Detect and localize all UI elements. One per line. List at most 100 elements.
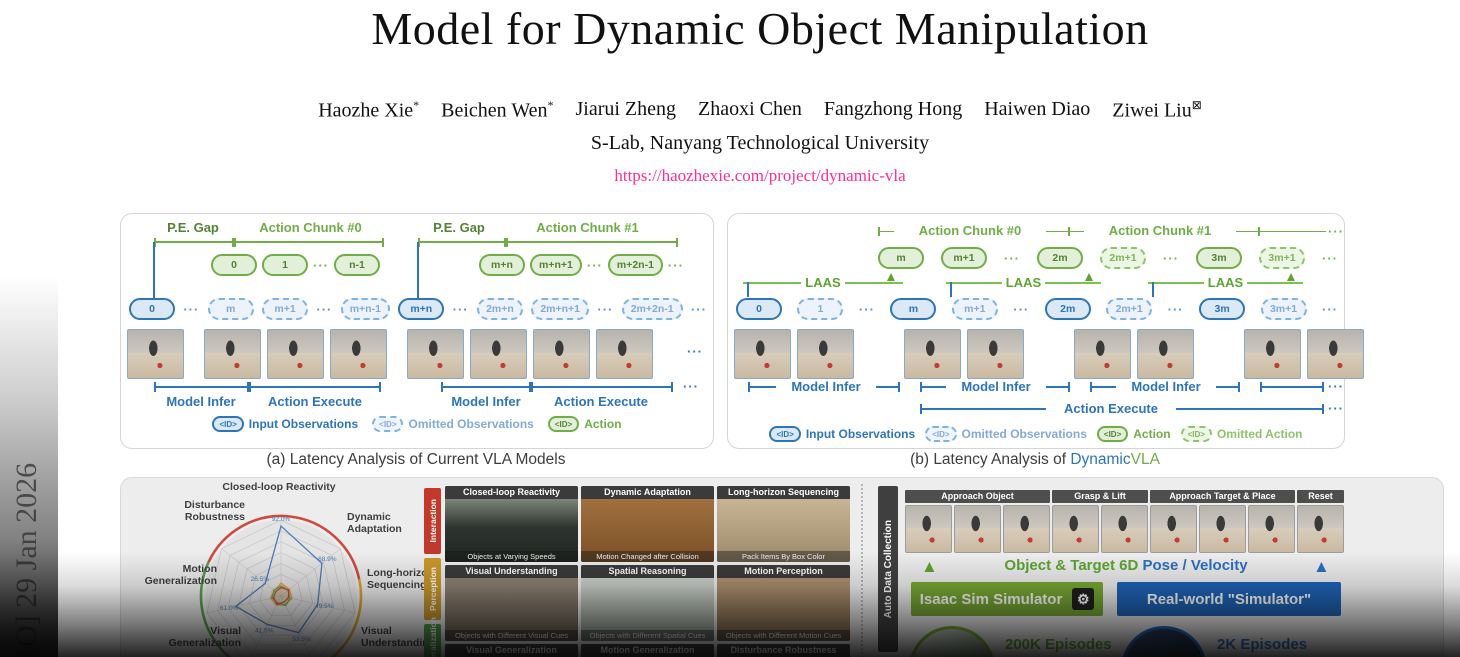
tile-caption: Objects with Different Spatial Cues — [581, 630, 714, 641]
svg-text:92.0%: 92.0% — [272, 516, 291, 523]
equal-contribution-mark: * — [413, 98, 420, 112]
laas-connector: LAAS — [743, 273, 903, 297]
ellipsis: ··· — [313, 257, 329, 273]
bracket-tick — [1258, 227, 1260, 236]
email-icon: ⊠ — [1191, 98, 1202, 112]
legend-item: <ID>Action — [1096, 426, 1171, 442]
generalization-strip: Generalization — [424, 617, 441, 657]
connector-line — [1152, 282, 1154, 297]
id-pill: m+1 — [951, 298, 998, 320]
timeline-arrow — [441, 382, 531, 392]
legend-label: Omitted Observations — [961, 427, 1087, 441]
collection-frame-strip — [905, 505, 1344, 553]
id-pill: 0 — [211, 254, 257, 276]
robot-frame-image — [1248, 505, 1295, 553]
benchmark-tile: Visual Generalization — [445, 644, 578, 657]
model-infer-label: Model Infer — [776, 380, 876, 393]
isaac-sim-label: Isaac Sim Simulator — [919, 590, 1063, 608]
author-list: Haozhe Xie* Beichen Wen* Jiarui Zheng Zhaox… — [60, 98, 1460, 123]
tile-image: Pack Items By Box Color — [717, 499, 850, 562]
robot-frame-image — [1052, 505, 1099, 553]
author-name: Beichen Wen* — [441, 98, 554, 122]
legend-pill: <ID> — [372, 416, 404, 432]
robot-frame-image — [905, 505, 952, 553]
connector-line — [153, 242, 155, 298]
id-pill: 2m — [1044, 298, 1091, 320]
id-pill: m — [207, 298, 254, 320]
id-pill: 1 — [797, 298, 844, 320]
id-pill: 2m+n+1 — [531, 298, 590, 320]
tile-title: Disturbance Robustness — [717, 644, 850, 657]
strip-label: Interaction — [427, 499, 438, 543]
svg-text:49.5%: 49.5% — [315, 603, 334, 610]
robot-frame-image — [1074, 329, 1131, 379]
id-pill: 2m+n — [476, 298, 523, 320]
figure-a-legend: <ID>Input Observations<ID>Omitted Observ… — [121, 416, 713, 432]
svg-text:26.5%: 26.5% — [251, 576, 270, 583]
id-pill: 2m+2n-1 — [621, 298, 683, 320]
legend-pill: <ID> — [212, 416, 244, 432]
legend-label: Action — [1133, 427, 1171, 441]
ellipsis: ··· — [858, 301, 875, 317]
robot-frame-image — [533, 329, 590, 379]
caption-text: (b) Latency Analysis of — [910, 451, 1071, 468]
legend-item: <ID> Omitted Action — [1180, 426, 1303, 442]
legend-label: Omitted Action — [1216, 427, 1303, 441]
real-world-simulator-button[interactable]: Real-world "Simulator" — [1117, 582, 1341, 616]
arrow-up-icon — [1085, 273, 1093, 281]
laas-connector: LAAS — [1148, 273, 1303, 297]
sim-episodes-image — [909, 626, 995, 657]
project-url-link[interactable]: https://haozhexie.com/project/dynamic-vl… — [614, 166, 906, 185]
timeline-arrow — [1260, 382, 1324, 392]
equal-contribution-mark: * — [547, 98, 554, 112]
strip-label: Auto Data Collection — [882, 519, 894, 619]
pose-blue-text: Pose / Velocity — [1138, 557, 1248, 574]
robot-frame-image — [407, 329, 464, 379]
robot-frame-image — [797, 329, 854, 379]
tile-caption: Pack Items By Box Color — [717, 551, 850, 562]
tile-image: Motion Changed after Collision — [581, 499, 714, 562]
perception-strip: Perception — [424, 558, 441, 620]
figure-b-legend: <ID>Input Observations<ID>Omitted Observ… — [728, 426, 1344, 442]
id-pill: m+n — [398, 298, 445, 320]
id-pill: m+n — [479, 254, 525, 276]
legend-label: Omitted Observations — [408, 417, 534, 431]
laas-label: LAAS — [1001, 275, 1046, 290]
ellipsis: ··· — [690, 301, 707, 317]
author-name: Zhaoxi Chen — [698, 98, 802, 120]
ellipsis: ··· — [452, 301, 469, 317]
arrow-up-icon — [1287, 273, 1295, 281]
pe-gap-label: P.E. Gap — [433, 220, 485, 235]
legend-pill: <ID> — [1180, 426, 1212, 442]
robot-icon: ⚙ — [1072, 588, 1095, 610]
tile-title: Dynamic Adaptation — [581, 486, 714, 499]
ellipsis: ··· — [667, 257, 684, 273]
robot-frame-image — [734, 329, 791, 379]
real-world-label: Real-world "Simulator" — [1146, 590, 1312, 608]
phase-header: Approach Object — [905, 490, 1050, 503]
bracket-tick — [1068, 227, 1070, 236]
legend-pill: <ID> — [769, 426, 801, 442]
legend-item: <ID>Omitted Observations — [925, 426, 1087, 442]
ellipsis: ··· — [687, 344, 703, 359]
author-name: Haozhe Xie* — [318, 98, 420, 122]
robot-frame-image — [904, 329, 961, 379]
stat-label: Episodes — [1040, 636, 1112, 653]
isaac-sim-button[interactable]: Isaac Sim Simulator ⚙ — [911, 582, 1103, 616]
caption-dynamic: Dynamic — [1070, 451, 1131, 468]
phase-header: Grasp & Lift — [1052, 490, 1148, 503]
svg-text:41.5%: 41.5% — [255, 628, 274, 635]
robot-frame-image — [470, 329, 527, 379]
author-name: Jiarui Zheng — [575, 98, 677, 120]
camera-frame-strip — [127, 329, 653, 379]
ellipsis: ··· — [1328, 224, 1344, 239]
model-infer-label: Model Infer — [1116, 380, 1216, 393]
ellipsis: ··· — [1163, 250, 1179, 266]
id-pill: 0 — [736, 298, 782, 320]
id-pill: 3m+1 — [1259, 247, 1305, 269]
tile-caption: Objects with Different Motion Cues — [717, 630, 850, 641]
ellipsis: ··· — [597, 301, 614, 317]
